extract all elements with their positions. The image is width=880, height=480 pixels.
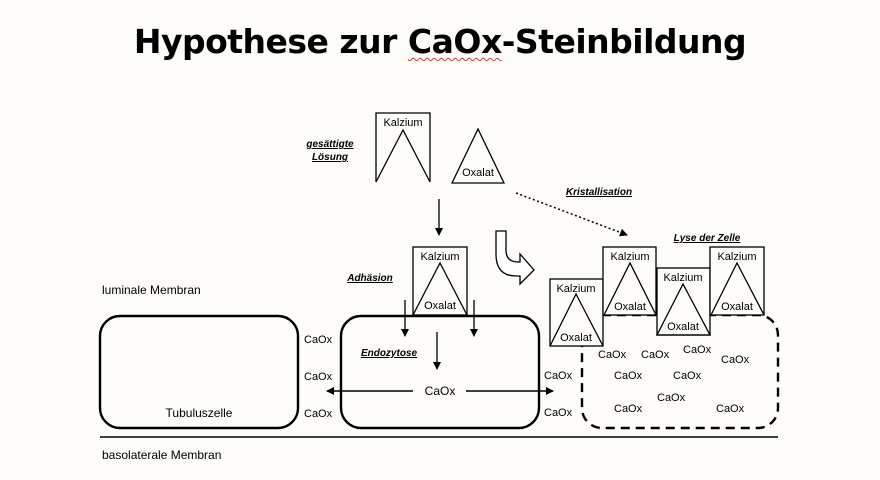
- label-luminal-membrane: luminale Membran: [102, 283, 201, 297]
- calcium-label: Kalzium: [420, 251, 459, 263]
- label-saturated-solution-2: Lösung: [312, 152, 348, 163]
- calcium-label: Kalzium: [610, 251, 649, 263]
- slide-title: Hypothese zur CaOx-Steinbildung: [0, 22, 880, 61]
- calcium-label: Kalzium: [383, 117, 422, 129]
- label-tubular-cell: Tubuluszelle: [166, 406, 233, 420]
- crystal-1: Kalzium Oxalat: [549, 278, 604, 347]
- arrow-crystallisation: [515, 192, 628, 237]
- label-endocytosis: Endozytose: [361, 348, 418, 359]
- oxalate-triangle-top: Oxalat: [450, 127, 506, 184]
- caox-lysed-2: CaOx: [641, 349, 670, 361]
- caox-lysed-6: CaOx: [673, 370, 702, 382]
- oxalate-label: Oxalat: [614, 301, 646, 313]
- calcium-label: Kalzium: [556, 283, 595, 295]
- oxalate-label: Oxalat: [667, 321, 699, 333]
- caox-lysed-7: CaOx: [657, 392, 686, 404]
- label-adhesion: Adhäsion: [346, 273, 393, 284]
- crystal-4: Kalzium Oxalat: [709, 246, 765, 316]
- tubular-cell-middle: [339, 314, 541, 430]
- crystal-2: Kalzium Oxalat: [602, 246, 657, 316]
- oxalate-label: Oxalat: [721, 301, 753, 313]
- caox-left-1: CaOx: [304, 334, 333, 346]
- caox-right-2: CaOx: [544, 407, 573, 419]
- caox-left-2: CaOx: [304, 371, 333, 383]
- caox-lysed-4: CaOx: [721, 354, 750, 366]
- curved-arrow-icon: [495, 230, 535, 286]
- calcium-label: Kalzium: [717, 251, 756, 263]
- title-part-2: -Steinbildung: [501, 22, 747, 61]
- oxalate-label: Oxalat: [462, 167, 494, 179]
- crystal-3: Kalzium Oxalat: [655, 267, 712, 336]
- calcium-label: Kalzium: [663, 272, 702, 284]
- calcium-block-top: Kalzium: [375, 112, 431, 183]
- title-part-1: Hypothese zur: [133, 22, 408, 61]
- oxalate-label: Oxalat: [424, 300, 456, 312]
- label-crystallisation: Kristallisation: [566, 187, 632, 198]
- tubular-cell-left: [98, 314, 300, 430]
- caox-lysed-8: CaOx: [614, 403, 643, 415]
- caox-lysed-3: CaOx: [683, 344, 712, 356]
- adhesion-crystal: Kalzium Oxalat: [412, 246, 468, 316]
- caox-right-1: CaOx: [544, 370, 573, 382]
- label-saturated-solution-1: gesättigte: [305, 139, 354, 150]
- caox-middle: CaOx: [425, 384, 456, 398]
- oxalate-label: Oxalat: [560, 332, 592, 344]
- caox-lysed-5: CaOx: [614, 370, 643, 382]
- caox-lysed-1: CaOx: [598, 349, 627, 361]
- title-part-flagged: CaOx: [407, 22, 502, 61]
- label-cell-lysis: Lyse der Zelle: [674, 233, 741, 244]
- caox-lysed-9: CaOx: [716, 403, 745, 415]
- label-basolateral-membrane: basolaterale Membran: [102, 448, 221, 462]
- caox-left-3: CaOx: [304, 408, 333, 420]
